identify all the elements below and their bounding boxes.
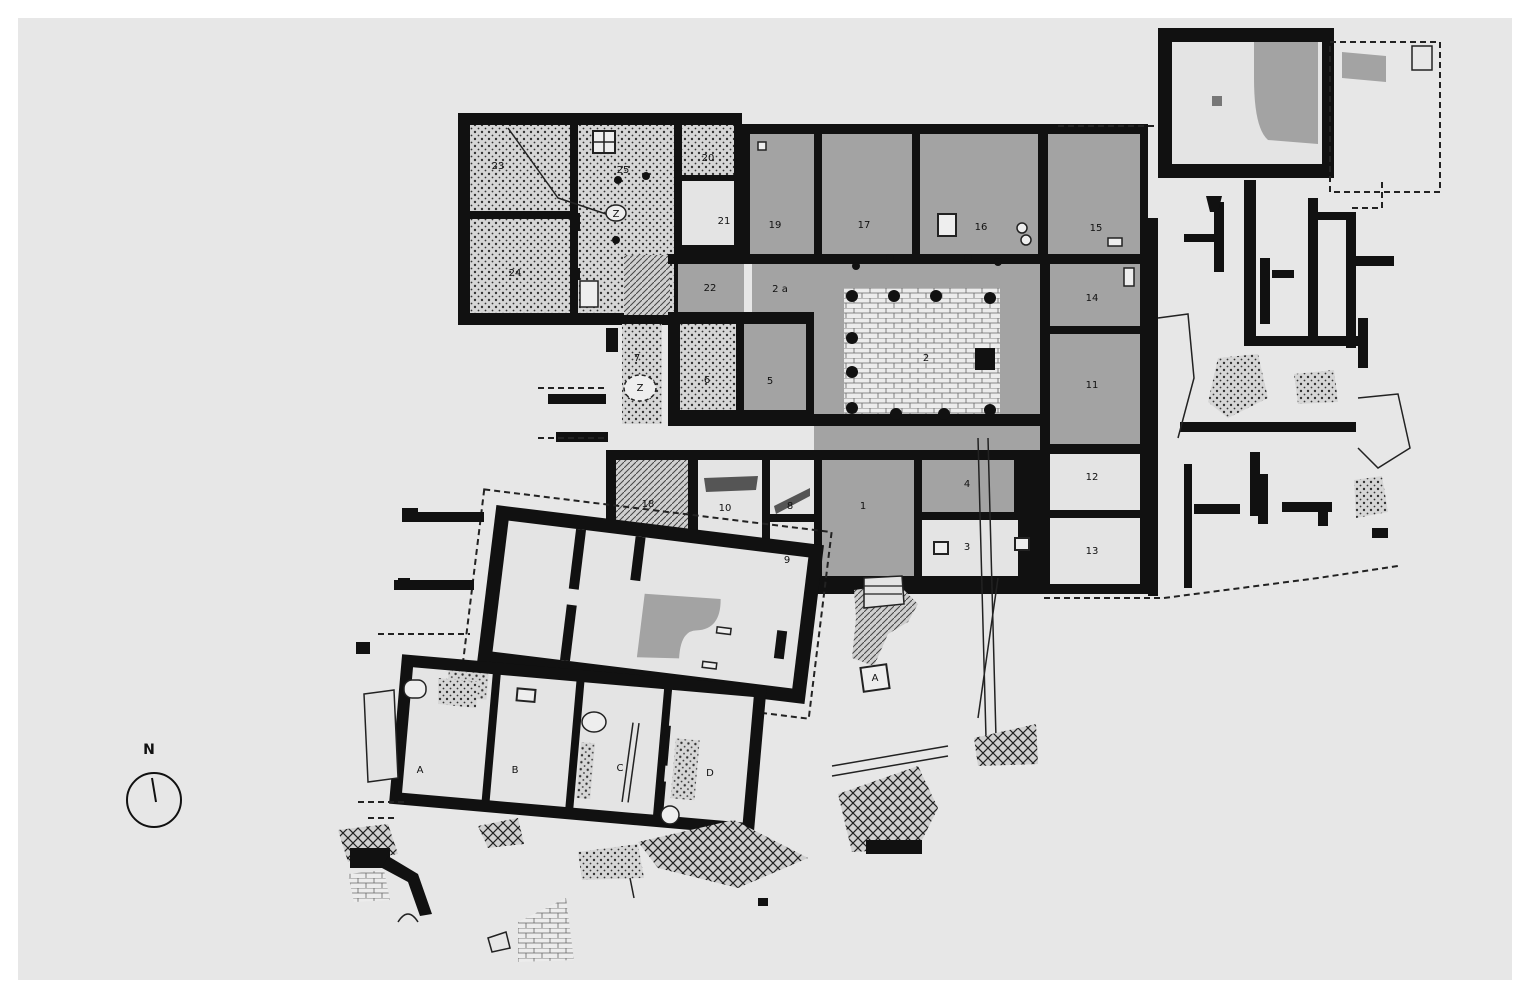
outer-walls-and-streets — [338, 125, 1399, 962]
compass-circle — [126, 772, 182, 828]
courtyard-columns — [846, 254, 1002, 420]
room-label-2: 2 — [923, 353, 929, 364]
room-label-13: 13 — [1086, 546, 1099, 557]
room-label-19: 19 — [769, 220, 782, 231]
marker-z-service: Z — [613, 209, 620, 220]
north-arrow: N — [126, 742, 182, 828]
plan-sheet: 1 2 2 a 3 4 5 6 7 8 9 10 11 12 13 14 15 … — [18, 18, 1512, 980]
room-label-4: 4 — [964, 479, 970, 490]
room-label-17: 17 — [858, 220, 871, 231]
shop-label-c: C — [617, 763, 624, 774]
room-label-1: 1 — [860, 501, 866, 512]
main-house — [606, 124, 1158, 596]
northeast-building — [1157, 28, 1441, 588]
room-label-3: 3 — [964, 542, 970, 553]
room-label-11: 11 — [1086, 380, 1099, 391]
room-label-15: 15 — [1090, 223, 1103, 234]
room-label-23: 23 — [492, 161, 505, 172]
shop-label-b: B — [512, 765, 519, 776]
room-label-7: 7 — [634, 353, 640, 364]
room-label-2a: 2 a — [772, 284, 788, 295]
room-label-14: 14 — [1086, 293, 1099, 304]
room-label-25: 25 — [617, 165, 630, 176]
room-label-22: 22 — [704, 283, 717, 294]
marker-z-room7: Z — [637, 383, 644, 394]
room-label-16: 16 — [975, 222, 988, 233]
room-label-10: 10 — [719, 503, 732, 514]
north-label: N — [143, 742, 155, 758]
shop-label-a: A — [417, 765, 424, 776]
room-label-20: 20 — [702, 153, 715, 164]
central-building — [460, 488, 833, 720]
room-label-8: 8 — [787, 501, 793, 512]
room-label-5: 5 — [767, 376, 773, 387]
floor-plan-drawing: 1 2 2 a 3 4 5 6 7 8 9 10 11 12 13 14 15 … — [126, 28, 1441, 962]
room-label-9: 9 — [784, 555, 790, 566]
room-label-24: 24 — [509, 268, 522, 279]
room-label-6: 6 — [704, 375, 710, 386]
room-label-18: 18 — [642, 499, 655, 510]
marker-shapes — [403, 679, 680, 825]
room-label-21: 21 — [718, 216, 731, 227]
shop-label-d: D — [706, 768, 714, 779]
room-label-12: 12 — [1086, 472, 1099, 483]
north-needle-icon — [151, 777, 157, 803]
room-labels: 1 2 2 a 3 4 5 6 7 8 9 10 11 12 13 14 15 … — [411, 153, 1103, 821]
marker-a: A — [872, 673, 879, 684]
